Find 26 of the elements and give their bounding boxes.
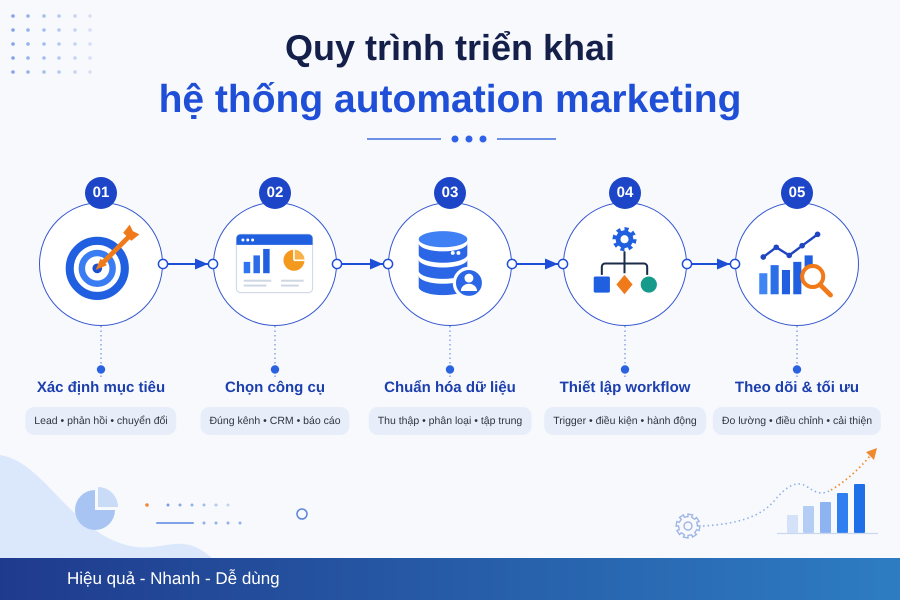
step-title: Xác định mục tiêu [36, 378, 166, 398]
step-number: 02 [259, 177, 291, 209]
arrow [682, 258, 740, 270]
keyword-chip: Thu thập • phân loại • tập trung [368, 407, 532, 435]
step-title: Chọn công cụ [225, 378, 325, 398]
slogan-text: Hiệu quả - Nhanh - Dễ dùng [67, 569, 280, 589]
title: Quy trình triển khai hệ thống automation marketing [158, 26, 742, 123]
keyword-chip: Đúng kênh • CRM • báo cáo [200, 407, 350, 435]
step-number: 05 [781, 177, 813, 209]
step-number: 04 [609, 177, 641, 209]
keyword-chip: Đo lường • điều chỉnh • cải thiện [712, 407, 882, 435]
keyword-chip: Lead • phản hồi • chuyển đổi [25, 407, 177, 435]
step-number: 01 [85, 177, 117, 209]
arrow [506, 258, 568, 270]
arrow [332, 258, 394, 270]
step-title: Theo dõi & tối ưu [734, 378, 860, 398]
dotted-dot-end-line [446, 326, 454, 378]
dotted-dot-end-line [96, 326, 106, 378]
step-title: Thiết lập workflow [560, 378, 690, 398]
step-title: Chuẩn hóa dữ liệu [384, 378, 516, 398]
dotted-dot-end-line [270, 326, 280, 378]
step-number: 03 [434, 177, 466, 209]
dotted-dot-end-line [620, 326, 630, 378]
keyword-chip: Trigger • điều kiện • hành động [544, 407, 706, 435]
arrow [158, 258, 218, 270]
dotted-dot-end-line [792, 326, 802, 378]
